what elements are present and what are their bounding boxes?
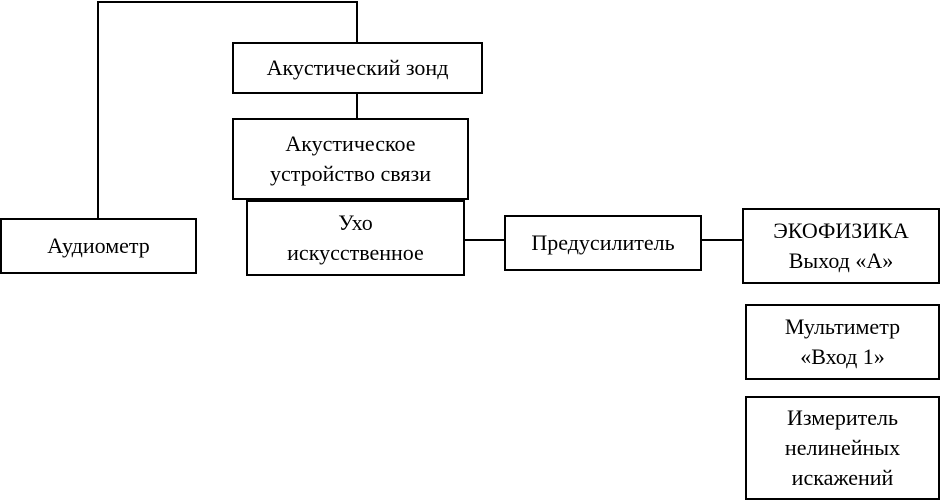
audiometer-block: Аудиометр	[0, 218, 197, 274]
multimeter-block: Мультиметр «Вход 1»	[745, 304, 940, 380]
artificial-ear-block: Ухо искусственное	[246, 200, 465, 276]
distortion-meter-label: Измеритель нелинейных искажений	[784, 405, 901, 490]
acoustic-coupler-block: Акустическое устройство связи	[232, 118, 469, 200]
audiometer-label: Аудиометр	[47, 233, 150, 259]
acoustic-coupler-label: Акустическое устройство связи	[270, 131, 431, 186]
ecophysics-block: ЭКОФИЗИКА Выход «А»	[742, 208, 940, 284]
multimeter-label: Мультиметр «Вход 1»	[784, 314, 901, 369]
acoustic-probe-label: Акустический зонд	[266, 55, 449, 81]
preamplifier-block: Предусилитель	[504, 215, 702, 271]
ecophysics-label: ЭКОФИЗИКА Выход «А»	[773, 218, 909, 273]
acoustic-probe-block: Акустический зонд	[232, 42, 483, 94]
audiometer-probe-wire	[97, 1, 358, 218]
preamplifier-label: Предусилитель	[531, 230, 675, 256]
artificial-ear-label: Ухо искусственное	[287, 210, 424, 265]
distortion-meter-block: Измеритель нелинейных искажений	[745, 396, 940, 500]
